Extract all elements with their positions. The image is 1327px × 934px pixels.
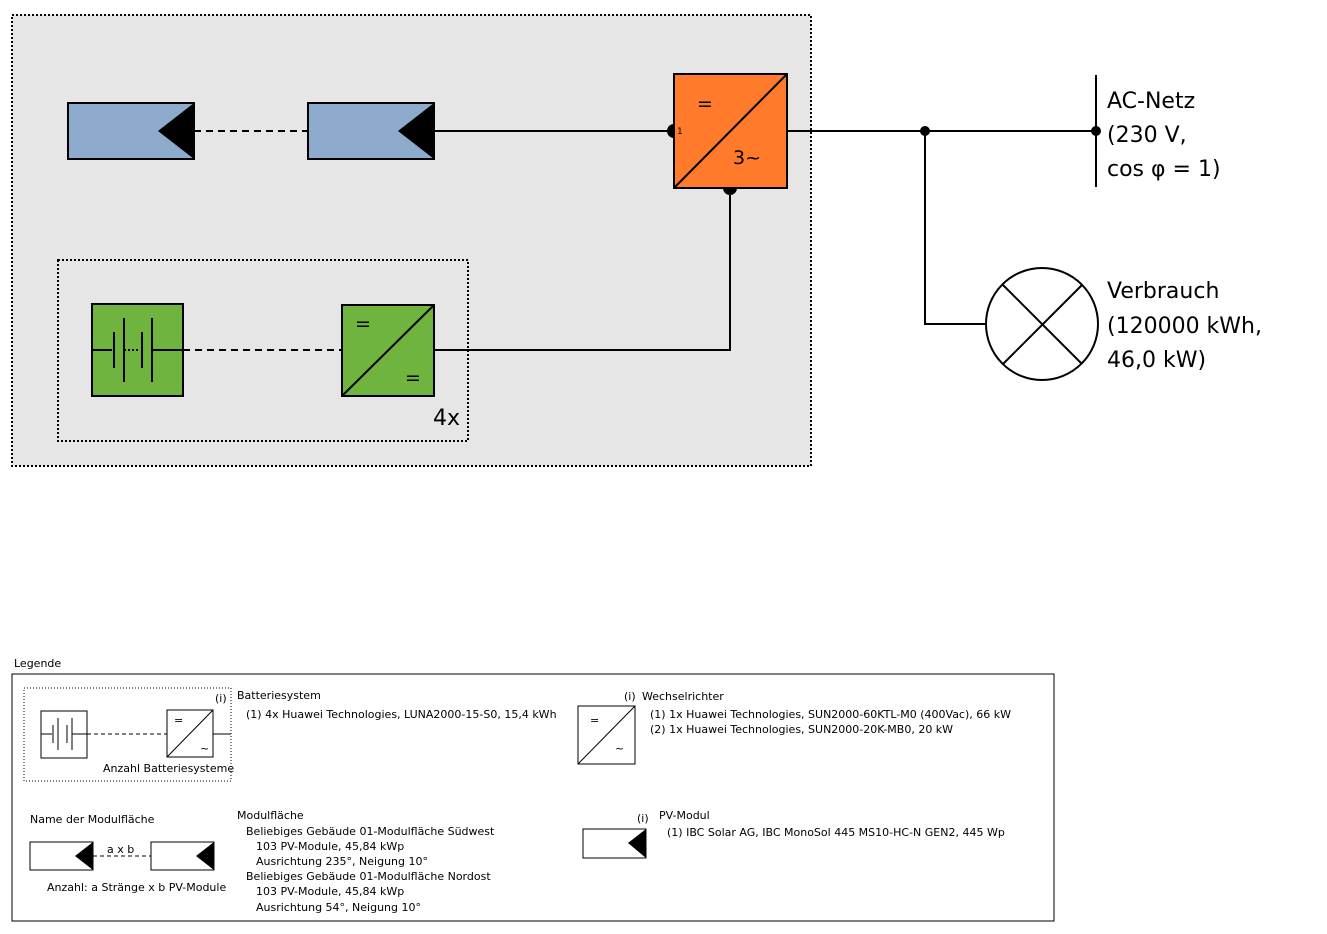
battery-converter-out-symbol: = [405, 367, 421, 389]
legend-area2-modules: 103 PV-Module, 45,84 kWp [256, 885, 404, 898]
battery-converter-block: = = [341, 304, 435, 397]
legend-module-area-icon: a x b [29, 841, 215, 871]
legend-inverter-bottom: ~ [615, 742, 624, 755]
legend-inverter-icon: = ~ [577, 705, 636, 765]
legend-inverter-line1: (1) 1x Huawei Technologies, SUN2000-60KT… [650, 708, 1011, 721]
battery-to-inverter-line [434, 188, 731, 351]
inverter-port-1-dot [667, 124, 674, 138]
legend-area2-name: Beliebiges Gebäude 01-Modulfläche Nordos… [246, 870, 491, 883]
legend-battery-info-marker: (i) [215, 692, 227, 705]
battery-converter-in-symbol: = [355, 313, 371, 335]
consumer-label: Verbrauch [1107, 279, 1219, 304]
grid-label: AC-Netz [1107, 89, 1195, 114]
legend-box [11, 673, 1055, 922]
legend-inverter-diagonal [577, 705, 636, 765]
inverter-diagonal [673, 73, 788, 189]
legend-pv-module-info-marker: (i) [637, 812, 649, 825]
legend-inverter-line2: (2) 1x Huawei Technologies, SUN2000-20K-… [650, 723, 953, 736]
legend-battery-caption: Anzahl Batteriesysteme [103, 762, 234, 775]
legend-battery-icon [40, 710, 88, 759]
legend-battery-converter-bottom: ~ [200, 742, 209, 755]
battery-converter-diagonal [341, 304, 435, 397]
grid-power-factor: cos φ = 1) [1107, 157, 1221, 182]
legend-inverter-heading: Wechselrichter [642, 690, 724, 703]
consumer-power: 46,0 kW) [1107, 348, 1206, 373]
legend-module-area-ab: a x b [107, 843, 134, 856]
battery-group-count: 4x [433, 406, 460, 431]
legend-pv-module-icon [582, 828, 647, 859]
inverter-ac-symbol: 3~ [733, 147, 761, 169]
legend-area1-modules: 103 PV-Module, 45,84 kWp [256, 840, 404, 853]
pv-module-string [67, 102, 435, 160]
legend-pv-module-line1: (1) IBC Solar AG, IBC MonoSol 445 MS10-H… [667, 826, 1005, 839]
pv-module-last-triangle [398, 103, 434, 159]
legend-module-area-count-caption: Anzahl: a Stränge x b PV-Module [47, 881, 226, 894]
junction-to-consumer-line [924, 131, 986, 325]
legend-title: Legende [14, 657, 61, 670]
legend-pv-module-triangle [628, 829, 646, 858]
legend-battery-converter-top: = [174, 714, 183, 727]
grid-voltage: (230 V, [1107, 123, 1187, 148]
legend-module-area-name-caption: Name der Modulfläche [30, 813, 155, 826]
legend-module-area-heading: Modulfläche [237, 809, 304, 822]
legend-pv-module-heading: PV-Modul [659, 809, 710, 822]
legend-module-area-first-triangle [75, 842, 93, 870]
legend-inverter-top: = [590, 714, 599, 727]
inverter-port-label: 1 [677, 127, 683, 137]
legend-area2-orientation: Ausrichtung 54°, Neigung 10° [256, 901, 421, 914]
legend-battery-converter-diagonal [166, 709, 214, 758]
grid-connection-dot [1091, 126, 1101, 136]
consumer-energy: (120000 kWh, [1107, 314, 1262, 339]
legend-area1-orientation: Ausrichtung 235°, Neigung 10° [256, 855, 428, 868]
pv-module-first-triangle [158, 103, 194, 159]
legend-area1-name: Beliebiges Gebäude 01-Modulfläche Südwes… [246, 825, 495, 838]
legend-battery-converter-icon: = ~ [166, 709, 214, 758]
legend-inverter-box [577, 705, 636, 765]
inverter-dc-symbol: = [697, 93, 713, 115]
legend-battery-heading: Batteriesystem [237, 689, 321, 702]
inverter-block: = 3~ 1 [667, 73, 788, 195]
legend-battery-line1: (1) 4x Huawei Technologies, LUNA2000-15-… [246, 708, 557, 721]
consumer-lamp-icon [985, 267, 1099, 381]
legend-inverter-info-marker: (i) [624, 690, 636, 703]
consumer-cross-2 [1002, 284, 1083, 365]
battery-block [91, 303, 184, 397]
legend-module-area-last-triangle [196, 842, 214, 870]
